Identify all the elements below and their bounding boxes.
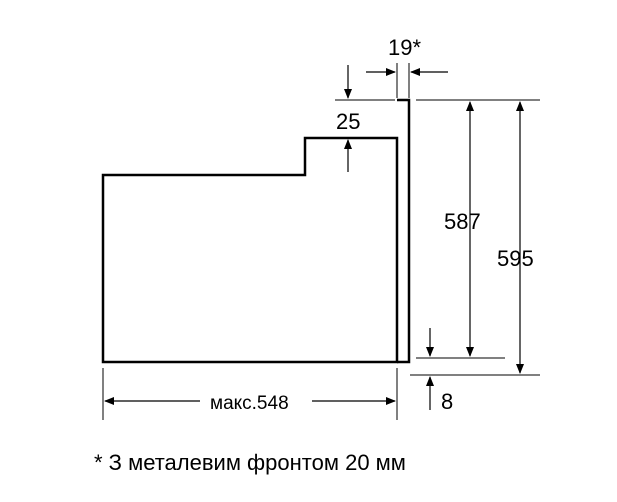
label-step-height: 25 [336,109,360,134]
label-depth: макс.548 [210,393,289,414]
oven-front-panel [397,98,411,364]
footnote-text: * З металевим фронтом 20 мм [94,450,406,475]
label-total-height: 595 [497,246,534,271]
label-inner-height: 587 [444,209,481,234]
label-front-width: 19* [388,35,421,60]
oven-body-outline [101,136,399,364]
label-bottom-offset: 8 [441,389,453,414]
